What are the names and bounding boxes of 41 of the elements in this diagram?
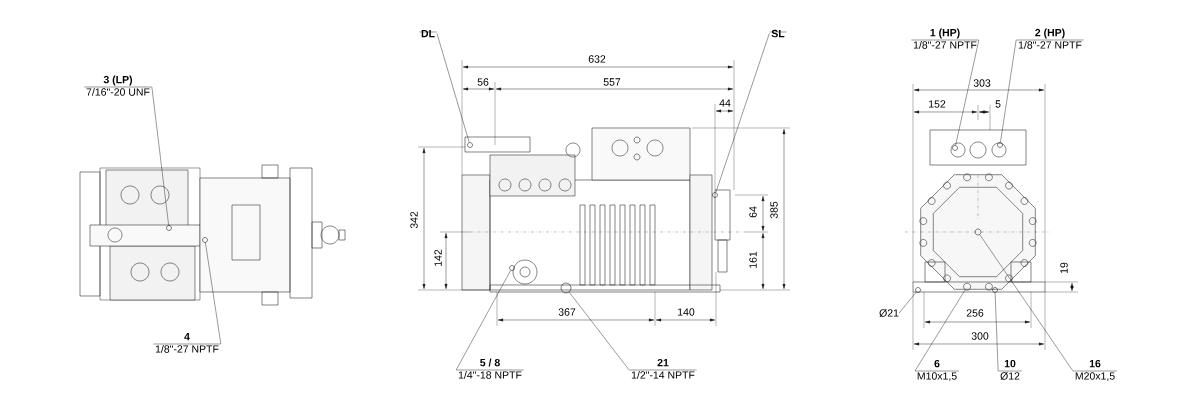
- callout-label: Ø21: [879, 309, 899, 317]
- callout-label: SL: [769, 29, 787, 38]
- dimension-label: 342: [410, 211, 418, 229]
- callout-label: 2 (HP) 1/8"-27 NPTF: [1016, 28, 1084, 49]
- dimension-label: 303: [973, 79, 991, 87]
- dimension-label: 632: [588, 55, 606, 63]
- callout-label: 1 (HP) 1/8"-27 NPTF: [911, 28, 979, 49]
- callout-label: 3 (LP) 7/16"-20 UNF: [84, 75, 152, 96]
- dimension-label: 256: [966, 309, 984, 317]
- leader-line: [569, 291, 630, 371]
- leader-line: [898, 291, 917, 314]
- dimension-label: 140: [678, 308, 695, 316]
- dimension-label: 300: [971, 332, 989, 340]
- leader-line: [151, 86, 169, 226]
- leader-line: [994, 292, 999, 372]
- dimension-label: 56: [477, 78, 489, 86]
- callout-label: 4 1/8"-27 NPTF: [153, 333, 221, 353]
- callout-label: 6 M10x1,5: [914, 359, 960, 381]
- dimension-label: 142: [434, 249, 442, 266]
- dimension-label: 385: [770, 201, 778, 219]
- dimension-label: 5: [995, 100, 1001, 108]
- leader-line: [436, 33, 470, 143]
- callout-label: 10 Ø12: [998, 359, 1022, 380]
- dimension-label: 19: [1060, 262, 1068, 274]
- dimension-label: 152: [929, 100, 946, 108]
- leader-line: [205, 242, 222, 345]
- dimension-label: 161: [749, 251, 757, 268]
- leader-line: [455, 270, 511, 371]
- leader-line: [979, 234, 1074, 372]
- callout-label: 21 1/2"-14 NPTF: [629, 358, 697, 379]
- dimension-label: 367: [558, 308, 576, 316]
- callout-label: DL: [419, 29, 437, 38]
- dimension-label: 64: [749, 206, 757, 218]
- callout-label: 5 / 8 1/4"-18 NPTF: [456, 358, 524, 379]
- dimension-label: 557: [603, 78, 621, 86]
- leader-line: [955, 39, 980, 146]
- dimension-label: 44: [719, 99, 731, 107]
- leader-line: [1000, 39, 1017, 143]
- leader-line: [715, 33, 770, 193]
- callout-label: 16 M20x1,5: [1072, 359, 1118, 381]
- leader-line: [914, 289, 966, 372]
